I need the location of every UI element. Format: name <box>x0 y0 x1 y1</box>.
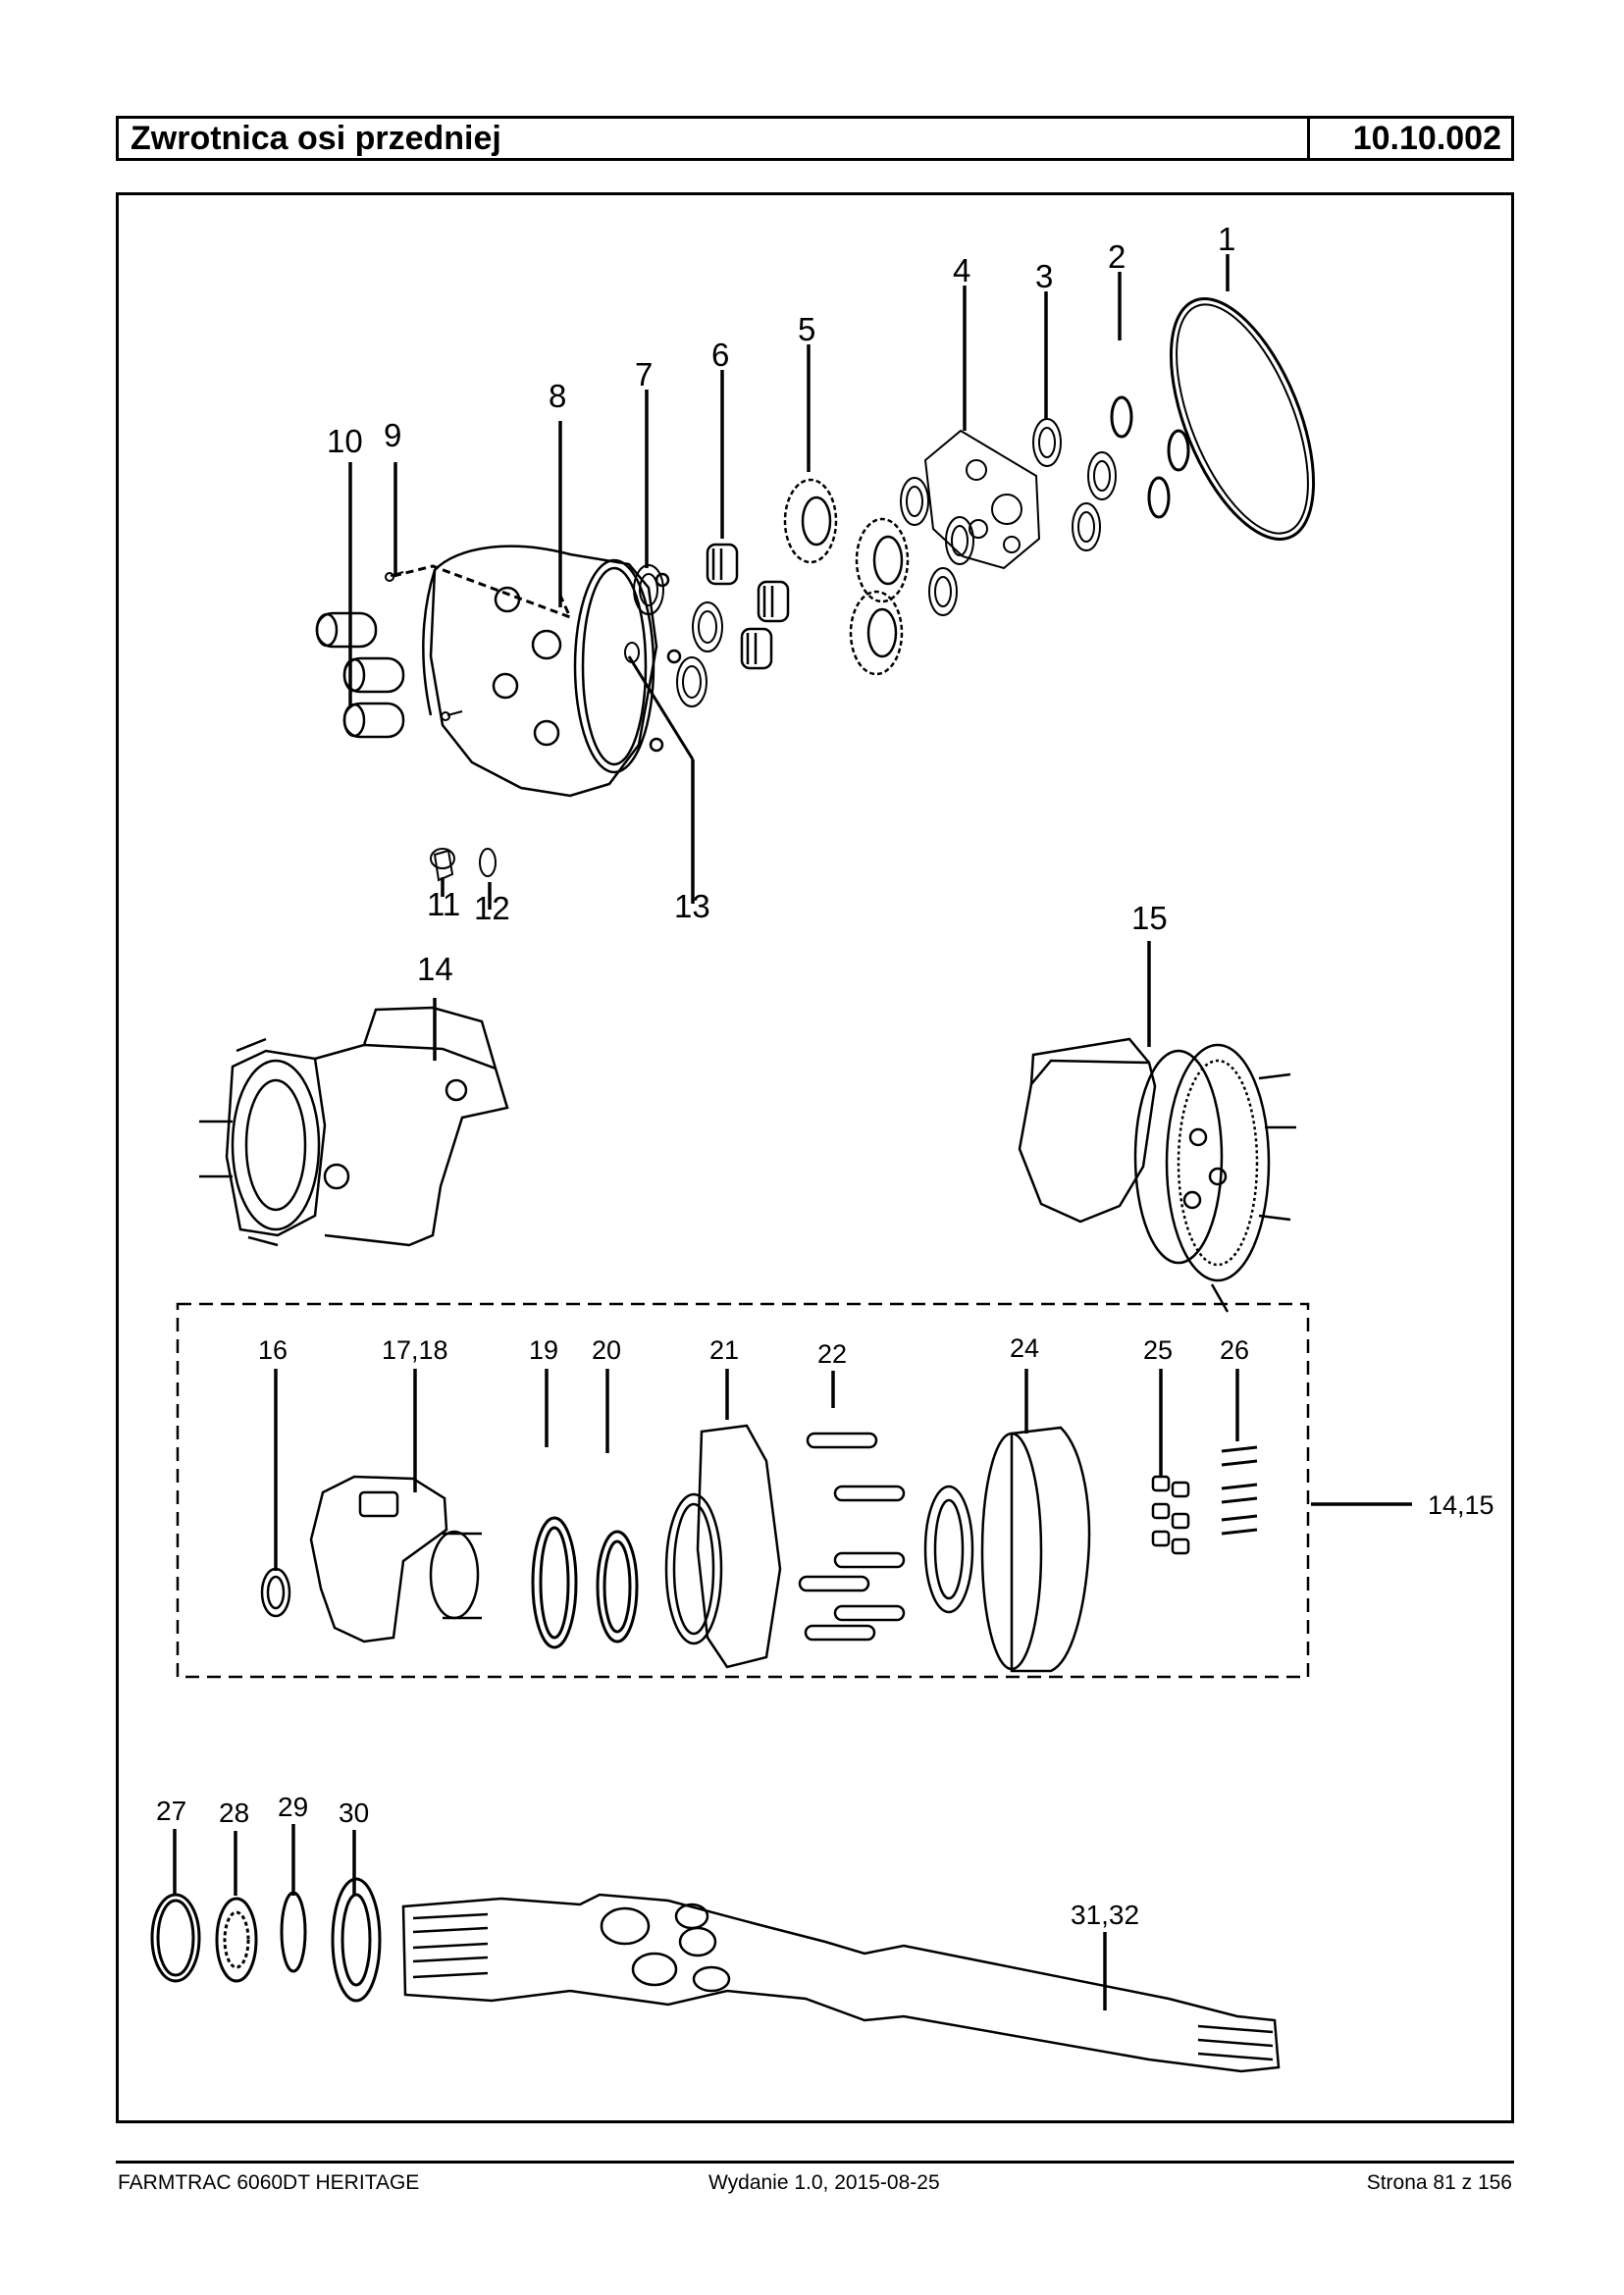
callout-5: 5 <box>798 311 815 347</box>
callout-22: 22 <box>817 1339 847 1369</box>
thrust-washers-3 <box>1032 418 1117 551</box>
callout-27: 27 <box>156 1796 186 1826</box>
callout-8: 8 <box>549 378 566 414</box>
plug-11-seal-12 <box>430 848 497 882</box>
callout-30: 30 <box>339 1798 369 1828</box>
callout-1: 1 <box>1218 221 1235 257</box>
callout-7: 7 <box>635 356 653 392</box>
exploded-parts-diagram: 1 2 3 4 5 6 7 8 9 10 11 12 13 14 15 16 1… <box>150 221 1494 2073</box>
knuckle-17-18 <box>309 1475 482 1643</box>
planet-gears-5 <box>783 478 910 676</box>
footer-edition: Wydanie 1.0, 2015-08-25 <box>708 2171 940 2194</box>
snap-ring-27 <box>150 1893 201 1983</box>
callout-12: 12 <box>474 890 510 926</box>
callout-labels: 1 2 3 4 5 6 7 8 9 10 11 12 13 14 15 16 1… <box>156 221 1494 1930</box>
callout-9: 9 <box>384 417 401 453</box>
callout-24: 24 <box>1010 1333 1039 1363</box>
ring-leader-13 <box>627 655 695 760</box>
callout-15: 15 <box>1131 900 1168 936</box>
washers-pair <box>900 477 974 616</box>
callout-3: 3 <box>1035 258 1053 294</box>
needle-bearings-6 <box>706 543 790 670</box>
page-title: Zwrotnica osi przedniej <box>119 119 1310 158</box>
hub-assembly-15 <box>1018 1037 1296 1313</box>
brake-flange-21 <box>664 1424 782 1669</box>
spacer-washers-7 <box>633 564 723 707</box>
footer-model: FARMTRAC 6060DT HERITAGE <box>118 2171 420 2194</box>
callout-10: 10 <box>327 423 363 459</box>
callout-21: 21 <box>709 1335 739 1365</box>
callout-20: 20 <box>592 1335 621 1365</box>
bearing-race-20 <box>596 1530 639 1643</box>
brake-drum-24 <box>980 1426 1091 1673</box>
callout-28: 28 <box>219 1798 249 1828</box>
planet-carrier-housing-8 <box>422 545 682 798</box>
callout-14-15: 14,15 <box>1428 1490 1494 1520</box>
seal-16 <box>260 1567 291 1618</box>
callout-19: 19 <box>529 1335 558 1365</box>
page-header: Zwrotnica osi przedniej 10.10.002 <box>116 116 1514 161</box>
lock-washer-28 <box>215 1897 258 1983</box>
bearing-23 <box>923 1485 974 1614</box>
snap-ring-large-1 <box>1169 297 1316 541</box>
callout-13: 13 <box>674 888 710 924</box>
callout-29: 29 <box>278 1792 308 1822</box>
callout-11: 11 <box>427 886 460 922</box>
thrust-washer-30 <box>331 1877 382 2003</box>
callout-14: 14 <box>417 951 453 987</box>
callout-25: 25 <box>1143 1335 1173 1365</box>
carrier-plate-4 <box>923 429 1041 570</box>
axle-shaft-31-32 <box>401 1893 1281 2073</box>
footer-page-number: Strona 81 z 156 <box>1366 2171 1512 2194</box>
kit-box <box>176 1302 1310 1679</box>
clips-25 <box>1151 1475 1190 1555</box>
circlip-29 <box>280 1891 307 1973</box>
bolts-26 <box>1221 1445 1258 1536</box>
callout-16: 16 <box>258 1335 288 1365</box>
callout-26: 26 <box>1220 1335 1249 1365</box>
callout-4: 4 <box>953 252 970 288</box>
callout-31-32: 31,32 <box>1071 1900 1139 1930</box>
oring-13 <box>624 642 640 663</box>
callout-17-18: 17,18 <box>382 1335 448 1365</box>
pins-22 <box>798 1432 906 1642</box>
bolt-leader-dashed <box>393 564 573 620</box>
footer-divider <box>116 2161 1514 2164</box>
callout-2: 2 <box>1108 238 1126 275</box>
section-code: 10.10.002 <box>1352 120 1501 157</box>
steering-knuckle-assembly-14 <box>199 1006 509 1247</box>
seal-ring-19 <box>531 1516 578 1649</box>
circlips-2 <box>1110 395 1190 519</box>
diagram-frame: 1 2 3 4 5 6 7 8 9 10 11 12 13 14 15 16 1… <box>116 192 1514 2123</box>
callout-6: 6 <box>711 337 729 373</box>
screw-9 <box>385 571 463 721</box>
pins-10 <box>315 611 405 739</box>
leader-lines <box>173 254 1412 2010</box>
